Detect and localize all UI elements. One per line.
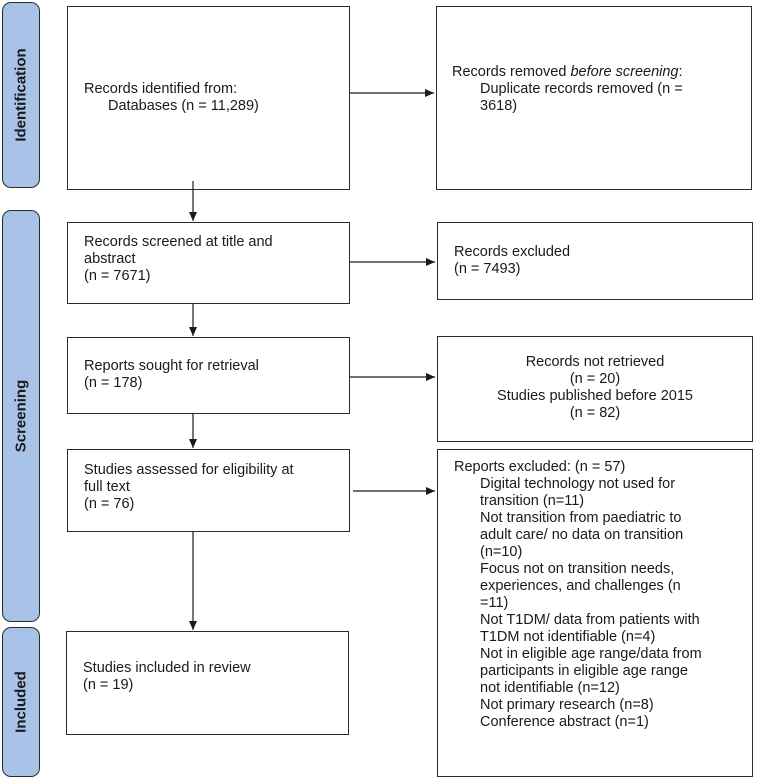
not-retrieved-line4: (n = 82) <box>569 405 621 421</box>
screened-line2: abstract <box>84 251 136 267</box>
removed-line3: 3618) <box>480 98 518 114</box>
not-retrieved-line1: Records not retrieved <box>525 354 665 370</box>
reports-excluded-line: Not transition from paediatric to <box>480 510 682 526</box>
reports-excluded-line: Not in eligible age range/data from <box>480 646 702 662</box>
sought-line1: Reports sought for retrieval <box>84 358 259 374</box>
excluded-line1: Records excluded <box>454 244 571 260</box>
phase-identification: Identification <box>2 2 40 188</box>
removed-line1: Records removed before screening: <box>452 64 683 80</box>
reports-excluded-line: Not T1DM/ data from patients with <box>480 612 700 628</box>
removed-line2: Duplicate records removed (n = <box>480 81 683 97</box>
reports-excluded-line: (n=10) <box>480 544 523 560</box>
reports-excluded-line: =11) <box>480 595 509 611</box>
not-retrieved-line3: Studies published before 2015 <box>497 388 693 404</box>
reports-excluded-line: not identifiable (n=12) <box>480 680 620 696</box>
assessed-line3: (n = 76) <box>84 496 135 512</box>
box-reports-excluded: Reports excluded: (n = 57) Digital techn… <box>437 449 753 777</box>
box-records-excluded: Records excluded (n = 7493) <box>437 222 753 300</box>
phase-included: Included <box>2 627 40 777</box>
box-records-screened: Records screened at title and abstract (… <box>67 222 350 304</box>
sought-line2: (n = 178) <box>84 375 143 391</box>
box-records-identified: Records identified from: Databases (n = … <box>67 6 350 190</box>
reports-excluded-line: experiences, and challenges (n <box>480 578 681 594</box>
box-reports-sought: Reports sought for retrieval (n = 178) <box>67 337 350 414</box>
reports-excluded-line: T1DM not identifiable (n=4) <box>480 629 656 645</box>
assessed-line1: Studies assessed for eligibility at <box>84 462 294 478</box>
identified-line2: Databases (n = 11,289) <box>108 98 259 114</box>
excluded-line2: (n = 7493) <box>454 261 521 277</box>
screened-line1: Records screened at title and <box>84 234 273 250</box>
screened-line3: (n = 7671) <box>84 268 151 284</box>
reports-excluded-title: Reports excluded: (n = 57) <box>454 459 626 475</box>
reports-excluded-line: transition (n=11) <box>480 493 585 509</box>
included-line1: Studies included in review <box>83 660 251 676</box>
not-retrieved-line2: (n = 20) <box>569 371 621 387</box>
reports-excluded-line: Not primary research (n=8) <box>480 697 654 713</box>
reports-excluded-line: participants in eligible age range <box>480 663 688 679</box>
reports-excluded-line: adult care/ no data on transition <box>480 527 684 543</box>
identified-line1: Records identified from: <box>84 81 238 97</box>
phase-screening: Screening <box>2 210 40 622</box>
box-records-removed: Records removed before screening: Duplic… <box>436 6 752 190</box>
assessed-line2: full text <box>84 479 130 495</box>
reports-excluded-line: Conference abstract (n=1) <box>480 714 649 730</box>
reports-excluded-line: Digital technology not used for <box>480 476 676 492</box>
box-studies-assessed: Studies assessed for eligibility at full… <box>67 449 350 532</box>
reports-excluded-line: Focus not on transition needs, <box>480 561 675 577</box>
box-records-not-retrieved: Records not retrieved (n = 20) Studies p… <box>437 336 753 442</box>
box-studies-included: Studies included in review (n = 19) <box>66 631 349 735</box>
included-line2: (n = 19) <box>83 677 134 693</box>
